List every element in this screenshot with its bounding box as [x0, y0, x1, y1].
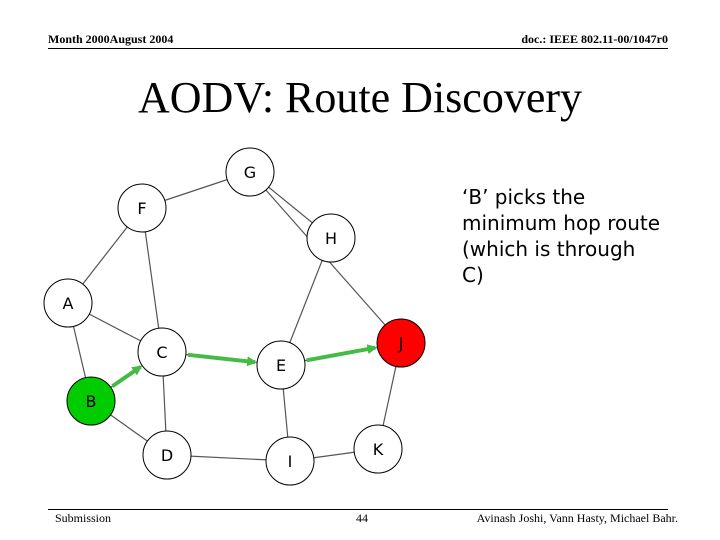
node-label: G	[244, 163, 256, 182]
footer-left: Submission	[55, 511, 112, 525]
node-circle	[137, 327, 187, 377]
node-circle	[256, 340, 306, 390]
node-circle	[66, 376, 116, 426]
footer-rule	[48, 509, 668, 510]
slide-title: AODV: Route Discovery	[138, 73, 582, 122]
nodes-layer: G F H A C E J B D I K	[43, 147, 426, 486]
node-circle	[265, 436, 315, 486]
node-circle	[306, 213, 356, 263]
node-circle	[353, 424, 403, 474]
node-label: D	[161, 446, 173, 465]
node-circle	[225, 147, 275, 197]
node-B: B	[66, 376, 116, 426]
node-G: G	[225, 147, 275, 197]
node-A: A	[43, 278, 93, 328]
node-label: H	[325, 229, 337, 248]
node-H: H	[306, 213, 356, 263]
node-J: J	[376, 318, 426, 368]
node-label: C	[156, 343, 167, 362]
node-circle	[376, 318, 426, 368]
node-E: E	[256, 340, 306, 390]
footer-right: Avinash Joshi, Vann Hasty, Michael Bahr.	[476, 511, 678, 525]
header-left: Month 2000August 2004	[48, 32, 174, 46]
header-rule	[48, 48, 668, 49]
node-F: F	[117, 183, 167, 233]
node-I: I	[265, 436, 315, 486]
node-label: A	[63, 294, 74, 313]
node-label: I	[288, 452, 293, 471]
route-arrow-E-J	[306, 344, 378, 363]
node-circle	[142, 430, 192, 480]
node-D: D	[142, 430, 192, 480]
annotation-note: ‘B’ picks the minimum hop route (which i…	[462, 185, 661, 287]
edges-layer	[67, 171, 402, 462]
route-arrow-B-C	[111, 365, 143, 388]
node-label: J	[398, 334, 404, 353]
route-arrow-C-E	[187, 352, 258, 367]
node-circle	[43, 278, 93, 328]
node-label: B	[86, 392, 97, 411]
header-right: doc.: IEEE 802.11-00/1047r0	[521, 32, 668, 46]
arrows-layer	[111, 344, 378, 388]
node-label: E	[276, 356, 286, 375]
node-K: K	[353, 424, 403, 474]
node-label: K	[373, 440, 384, 459]
node-circle	[117, 183, 167, 233]
node-C: C	[137, 327, 187, 377]
node-label: F	[137, 199, 146, 218]
page-number: 44	[356, 511, 368, 525]
